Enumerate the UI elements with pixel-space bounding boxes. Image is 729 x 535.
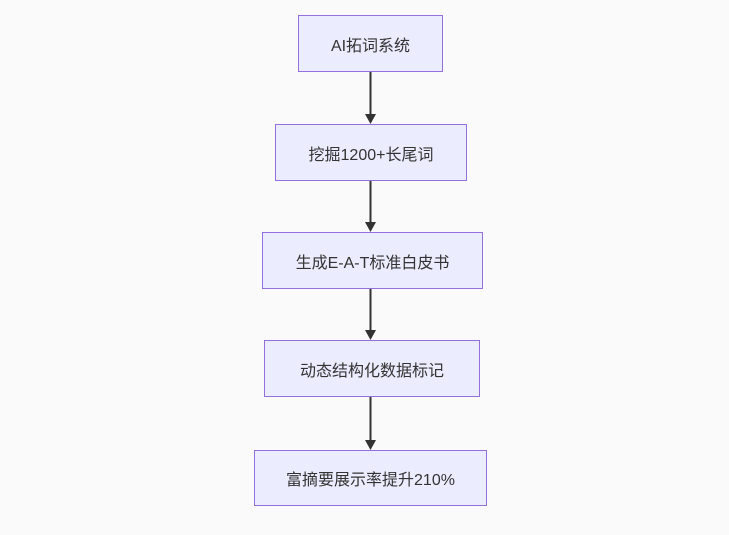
edge-b-to-c bbox=[365, 181, 376, 232]
flow-node-longtail-mining: 挖掘1200+长尾词 bbox=[275, 124, 467, 181]
flow-node-label: 富摘要展示率提升210% bbox=[286, 472, 455, 489]
flow-node-structured-data-markup: 动态结构化数据标记 bbox=[264, 340, 480, 397]
flow-node-label: AI拓词系统 bbox=[330, 37, 411, 55]
flow-node-eat-whitepaper: 生成E-A-T标准白皮书 bbox=[262, 232, 483, 289]
flow-node-ai-keyword-system: AI拓词系统 bbox=[298, 15, 443, 72]
flow-node-label: 挖掘1200+长尾词 bbox=[308, 146, 434, 164]
flow-node-label: 生成E-A-T标准白皮书 bbox=[295, 254, 450, 272]
flow-node-rich-snippet-result: 富摘要展示率提升210% bbox=[254, 450, 487, 506]
edge-c-to-d bbox=[365, 289, 376, 340]
flow-node-label: 动态结构化数据标记 bbox=[299, 362, 444, 380]
edge-a-to-b bbox=[365, 72, 376, 124]
edge-d-to-e bbox=[365, 397, 376, 450]
